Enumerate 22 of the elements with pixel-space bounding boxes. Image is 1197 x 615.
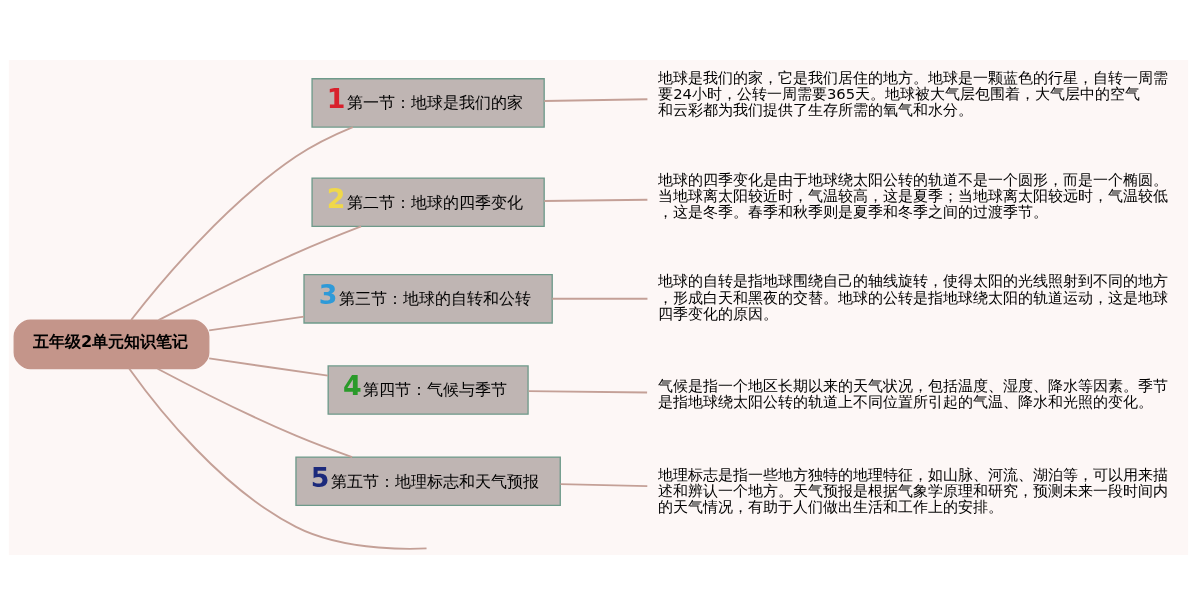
connector [156,367,354,458]
connector [543,98,649,102]
node-box: 2 第二节：地球的四季变化 [311,177,545,228]
node-text: 地理标志是指一些地方独特的地理特征，如山脉、河流、湖泊等，可以用来描述和辨认一个地方。天气预报是根据气象学原理和研究，预测未来一段时间内的天气情况，有助于人们做出生活和工作上的安排。 [658,465,1169,515]
node-text: 气候是指一个地区长期以来的天气状况，包括温度、湿度、降水等因素。季节是指地球绕太阳公转的轨道上不同位置所引起的气温、降水和光照的变化。 [658,377,1169,411]
node-box: 五年级2单元知识笔记 [13,319,210,370]
connector [543,198,649,202]
connector [130,126,354,321]
connector [208,357,329,377]
connector [527,390,649,394]
node-box: 1第一节：地球是我们的家 [311,78,545,128]
connector [208,315,305,332]
node-text: 地球的自转是指地球围绕自己的轴线旋转，使得太阳的光线照射到不同的地方，形成白天和黑夜的交替。地球的公转是指地球绕太阳的轨道运动，这是地球四季变化的原因。 [658,272,1169,322]
connector [157,225,363,322]
node-box: 3第三节：地球的自转和公转 [303,274,553,324]
node-text: 地球是我们的家，它是我们居住的地方。地球是一颗蓝色的行星，自转一周需要24小时，公转一周需要365天。地球被大气层包围着，大气层中的空气和云彩都为我们提供了生存所需的氧气和水分。 [658,68,1169,118]
connector [551,297,649,300]
node-box: 5第五节：地理标志和天气预报 [295,456,561,507]
connector [128,367,428,550]
connector [559,483,649,488]
node-box: 4第四节：气候与季节 [327,365,529,415]
node-text: 地球的四季变化是由于地球绕太阳公转的轨道不是一个圆形，而是一个椭圆。当地球离太阳较近时，气温较高，这是夏季；当地球离太阳较远时，气温较低，这是冬季。春季和秋季则是夏季和冬季之间的过渡季节。 [658,170,1169,220]
